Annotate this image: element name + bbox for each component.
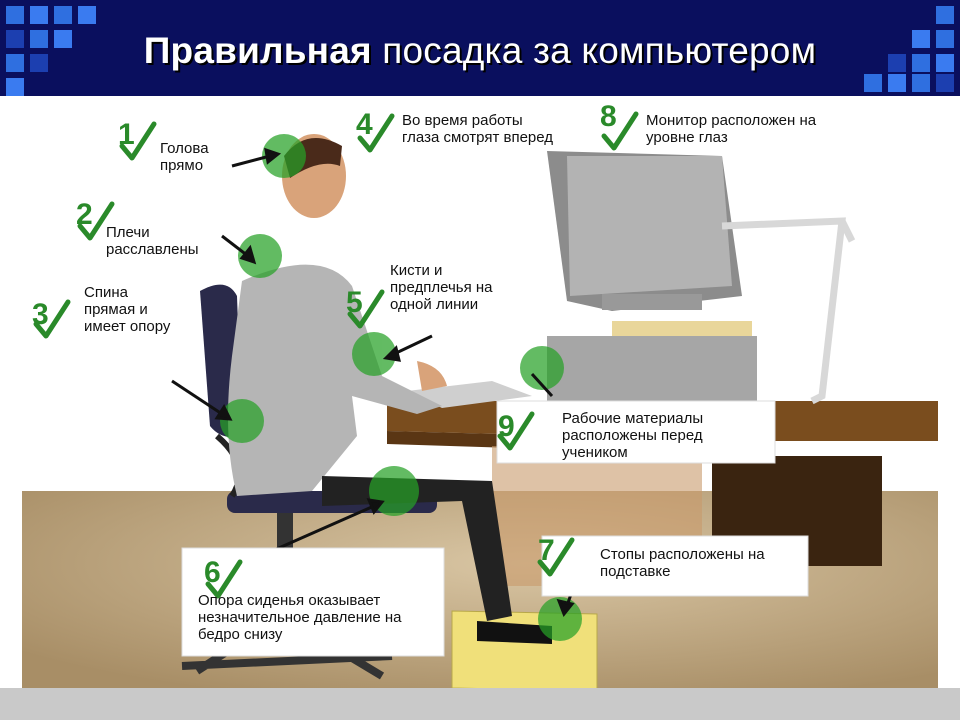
decor-square: [936, 30, 954, 48]
label-box-6: [181, 547, 445, 657]
label-box-7: [541, 535, 809, 597]
decor-square: [54, 30, 72, 48]
label-monitor: Монитор расположен на уровне глаз: [646, 112, 817, 146]
label-box-9: [496, 400, 776, 464]
decor-square: [6, 78, 24, 96]
item-number-4: 4: [356, 108, 373, 141]
desk-lamp: [721, 217, 856, 405]
label-head: Голова прямо: [160, 140, 209, 174]
decor-square: [864, 74, 882, 92]
item-number-2: 2: [76, 198, 93, 231]
decor-square: [912, 54, 930, 72]
decor-square: [6, 30, 24, 48]
decor-square: [936, 54, 954, 72]
decor-square: [78, 6, 96, 24]
slide-header: Правильная посадка за компьютером: [0, 0, 960, 96]
label-shoulders: Плечи расславлены: [106, 224, 199, 258]
slide-footer: [0, 688, 960, 720]
item-number-5: 5: [346, 286, 363, 319]
label-feet: Стопы расположены на подставке: [600, 546, 765, 580]
decor-square: [6, 6, 24, 24]
item-number-1: 1: [118, 118, 135, 151]
decor-square: [936, 74, 954, 92]
item-number-6: 6: [204, 556, 221, 589]
checkmark-icon: [33, 111, 639, 599]
label-materials: Рабочие материалы расположены перед учен…: [562, 410, 704, 461]
decor-square: [6, 54, 24, 72]
system-unit: [547, 336, 757, 401]
decor-square: [936, 6, 954, 24]
label-eyes: Во время работы глаза смотрят вперед: [402, 112, 554, 146]
decor-square: [30, 30, 48, 48]
label-hands: Кисти и предплечья на одной линии: [390, 262, 493, 313]
decor-square: [54, 6, 72, 24]
posture-illustration: [22, 96, 938, 698]
decor-square: [912, 30, 930, 48]
page-title: Правильная посадка за компьютером: [143, 30, 817, 71]
item-number-9: 9: [498, 410, 515, 443]
decor-square: [888, 74, 906, 92]
label-seat: Опора сиденья оказывает незначительное д…: [198, 592, 402, 643]
decor-square: [888, 54, 906, 72]
pointer-arrows: [171, 147, 579, 617]
monitor: [547, 151, 752, 346]
decor-square: [912, 74, 930, 92]
decor-square: [30, 6, 48, 24]
item-number-3: 3: [32, 298, 49, 331]
item-number-8: 8: [600, 100, 617, 133]
label-back: Спина прямая и имеет опору: [84, 284, 171, 335]
item-number-7: 7: [538, 534, 555, 567]
decor-square: [30, 54, 48, 72]
